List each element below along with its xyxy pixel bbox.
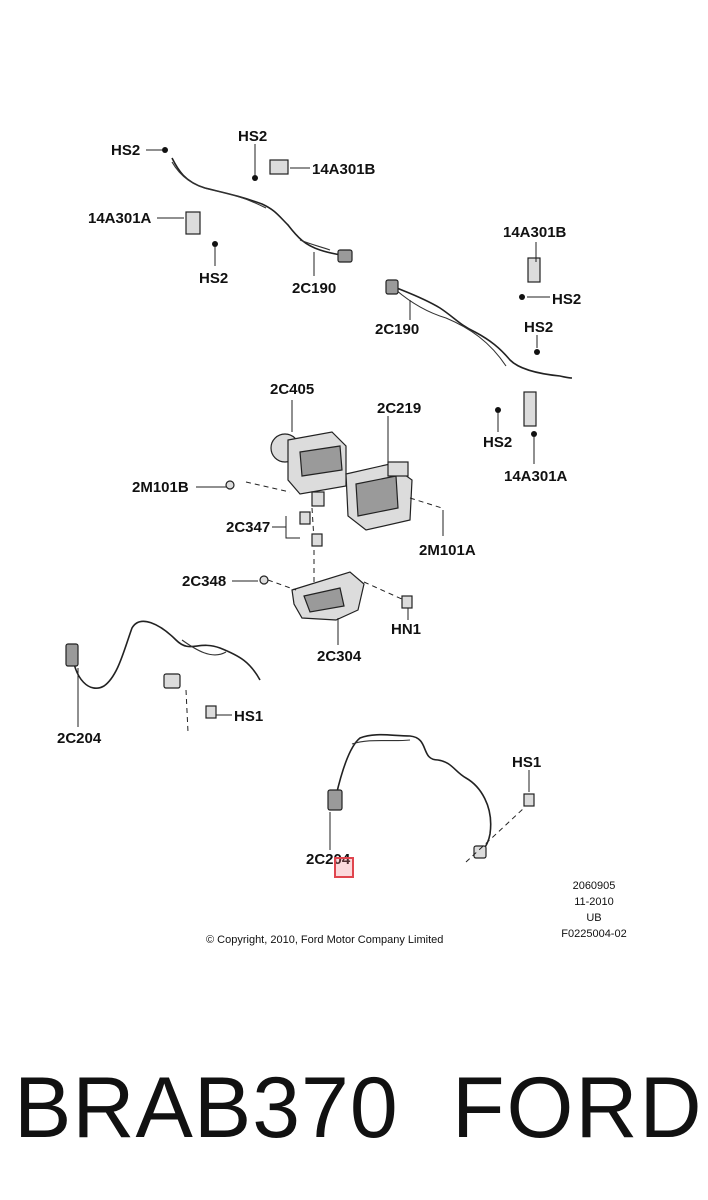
callout-14a301a: 14A301A <box>88 210 152 227</box>
sensor-plug <box>327 789 343 811</box>
callout-14a301a: 14A301A <box>504 468 568 485</box>
callout-2c347: 2C347 <box>226 519 270 536</box>
callout-2m101b: 2M101B <box>132 479 189 496</box>
illustration-date: 11-2010 <box>574 896 614 908</box>
sensor-connector-left <box>337 249 353 263</box>
abs-mounting-bracket <box>259 571 413 621</box>
callout-hs2: HS2 <box>111 142 140 159</box>
brand-name: FORD <box>452 1060 704 1156</box>
sensor-plug <box>65 643 79 667</box>
abs-hydraulic-unit <box>270 431 347 507</box>
sensor-bolt <box>523 793 535 807</box>
callout-2c190: 2C190 <box>375 321 419 338</box>
callout-2c219: 2C219 <box>377 400 421 417</box>
illustration-info: 2060905 11-2010 UB F0225004-02 <box>540 878 648 942</box>
illustration-id: F0225004-02 <box>561 928 627 940</box>
figure-number: 2060905 <box>572 880 616 892</box>
callout-hs1: HS1 <box>512 754 541 771</box>
callout-hs1: HS1 <box>234 708 263 725</box>
callout-2m101a: 2M101A <box>419 542 476 559</box>
rear-left-wheel-sensor <box>65 620 261 719</box>
callout-14a301b: 14A301B <box>312 161 376 178</box>
bracket-14a301b-left <box>269 159 289 175</box>
sensor-head <box>473 845 487 859</box>
callout-2c348: 2C348 <box>182 573 226 590</box>
front-right-harness <box>385 257 573 437</box>
sensor-head <box>163 673 181 689</box>
callout-2c204: 2C204 <box>57 730 102 747</box>
abs-control-module <box>345 461 413 531</box>
callout-2c405: 2C405 <box>270 381 314 398</box>
rear-right-wheel-sensor <box>327 733 535 859</box>
copyright-notice: © Copyright, 2010, Ford Motor Company Li… <box>206 934 444 946</box>
bracket-14a301a-right <box>523 391 537 427</box>
callout-hs2: HS2 <box>483 434 512 451</box>
callout-2c204: 2C204 <box>306 851 351 868</box>
part-footer: BRAB370 FORD <box>0 1048 708 1178</box>
callout-hs2: HS2 <box>199 270 228 287</box>
parts-diagram: HS2 HS2 14A301B 14A301A HS2 2C190 14A301… <box>57 128 581 868</box>
front-left-harness <box>162 147 353 263</box>
region-code: UB <box>586 912 602 924</box>
bracket-14a301a-left <box>185 211 201 235</box>
selection-highlight[interactable] <box>334 857 354 878</box>
sensor-connector-right <box>385 279 399 295</box>
callout-hs2: HS2 <box>552 291 581 308</box>
sensor-bolt <box>205 705 217 719</box>
bracket-14a301b-right <box>527 257 541 283</box>
callout-14a301b: 14A301B <box>503 224 567 241</box>
callout-2c304: 2C304 <box>317 648 362 665</box>
callout-hs2: HS2 <box>524 319 553 336</box>
callout-hn1: HN1 <box>391 621 421 638</box>
callout-hs2: HS2 <box>238 128 267 145</box>
part-number: BRAB370 <box>14 1060 399 1156</box>
callout-2c190: 2C190 <box>292 280 336 297</box>
